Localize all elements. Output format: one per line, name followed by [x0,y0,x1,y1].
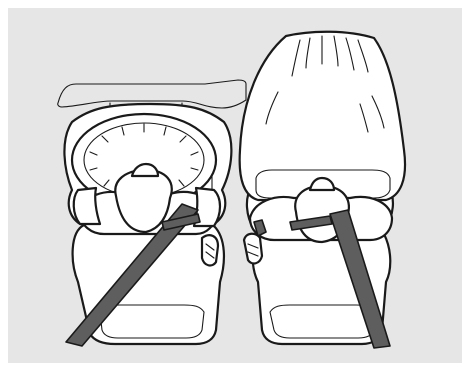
passenger-airbag [240,32,405,200]
